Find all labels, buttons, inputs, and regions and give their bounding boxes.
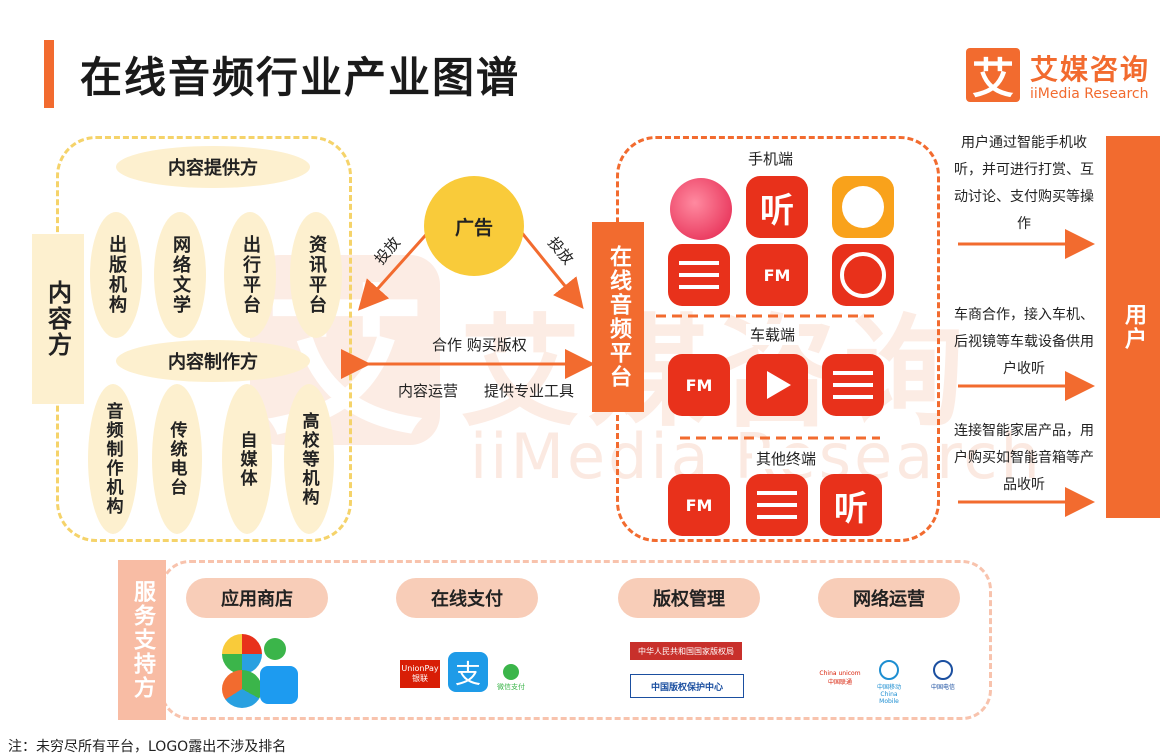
wechat-pay-logo: 微信支付 <box>494 664 528 692</box>
producer-item: 音频制作机构 <box>88 384 138 534</box>
app-icon-pink-gem <box>670 178 732 240</box>
app-icon-fm: FM <box>668 474 730 536</box>
app-icon-radio <box>668 244 730 306</box>
play-icon <box>767 371 791 399</box>
app-store-logo <box>222 670 262 708</box>
operation-label: 内容运营 <box>398 382 459 400</box>
china-telecom-label: 中国电信 <box>930 684 955 691</box>
car-section-label: 车载端 <box>746 324 800 345</box>
app-icon-fm: FM <box>746 244 808 306</box>
mobile-section-label: 手机端 <box>748 150 794 168</box>
tools-label: 提供专业工具 <box>484 382 575 400</box>
user-flow-home: 连接智能家居产品，用户购买如智能音箱等产品收听 <box>954 423 1094 493</box>
user-label: 用户 <box>1106 136 1160 518</box>
producer-item: 高校等机构 <box>284 384 334 534</box>
copyright-center-logo: 中国版权保护中心 <box>630 674 744 698</box>
provider-title: 内容提供方 <box>116 146 310 188</box>
swirl-icon <box>840 252 886 298</box>
app-store-logo <box>222 634 262 674</box>
wechat-pay-label: 微信支付 <box>497 683 525 691</box>
provider-item: 出行平台 <box>224 212 276 338</box>
service-copyright: 版权管理 <box>618 578 760 618</box>
provider-item: 网络文学 <box>154 212 206 338</box>
app-icon-fm: FM <box>668 354 730 416</box>
radio-lines-icon <box>833 383 873 387</box>
china-unicom-logo: China unicom中国联通 <box>819 670 861 686</box>
brand-name-en: iiMedia Research <box>1030 86 1149 102</box>
user-flow-mobile: 用户通过智能手机收听，并可进行打赏、互动讨论、支付购买等操作 <box>954 135 1094 232</box>
footnote: 注：未穷尽所有平台，LOGO露出不涉及排名 <box>8 739 287 755</box>
producer-item: 自媒体 <box>222 384 272 534</box>
radio-lines-icon <box>757 503 797 507</box>
china-mobile-logo: 中国移动 China Mobile <box>872 660 906 705</box>
other-section-label: 其他终端 <box>752 448 821 469</box>
brand-name-cn: 艾媒咨询 <box>1030 53 1151 86</box>
service-online-payment: 在线支付 <box>396 578 538 618</box>
app-icon-radio <box>746 474 808 536</box>
wechat-icon <box>503 664 519 680</box>
title-accent-bar <box>44 40 54 108</box>
china-mobile-icon <box>879 660 899 680</box>
alipay-logo: 支 <box>448 652 488 692</box>
copyright-admin-logo: 中华人民共和国国家版权局 <box>630 642 742 660</box>
radio-lines-icon <box>679 273 719 277</box>
app-store-logo <box>260 666 298 704</box>
brand-logo-mark: 艾 <box>966 48 1020 103</box>
provider-item: 出版机构 <box>90 212 142 338</box>
app-icon-ting: 听 <box>746 176 808 238</box>
app-icon-phoenix <box>832 244 894 306</box>
app-icon-radio <box>822 354 884 416</box>
service-app-store: 应用商店 <box>186 578 328 618</box>
unionpay-logo: UnionPay 银联 <box>400 660 440 688</box>
content-side-label: 内容方 <box>32 234 84 404</box>
app-icon-lazy-face <box>832 176 894 238</box>
face-icon <box>842 186 884 228</box>
china-telecom-logo: 中国电信 <box>926 660 960 691</box>
app-store-logo <box>264 638 286 660</box>
producer-item: 传统电台 <box>152 384 202 534</box>
user-flow-car: 车商合作，接入车机、后视镜等车载设备供用户收听 <box>954 307 1094 377</box>
service-network: 网络运营 <box>818 578 960 618</box>
ad-circle: 广告 <box>424 176 524 276</box>
provider-item: 资讯平台 <box>290 212 342 338</box>
ad-left-arrow <box>357 226 434 311</box>
china-mobile-label: 中国移动 China Mobile <box>876 684 901 705</box>
china-telecom-icon <box>933 660 953 680</box>
page-title: 在线音频行业产业图谱 <box>80 53 521 102</box>
services-label: 服务支持方 <box>118 560 166 720</box>
app-icon-play <box>746 354 808 416</box>
platform-label: 在线音频平台 <box>592 222 644 412</box>
ad-right-arrow <box>516 227 584 309</box>
app-icon-ting: 听 <box>820 474 882 536</box>
cooperation-label: 合作 购买版权 <box>432 336 527 354</box>
producer-title: 内容制作方 <box>116 340 310 382</box>
